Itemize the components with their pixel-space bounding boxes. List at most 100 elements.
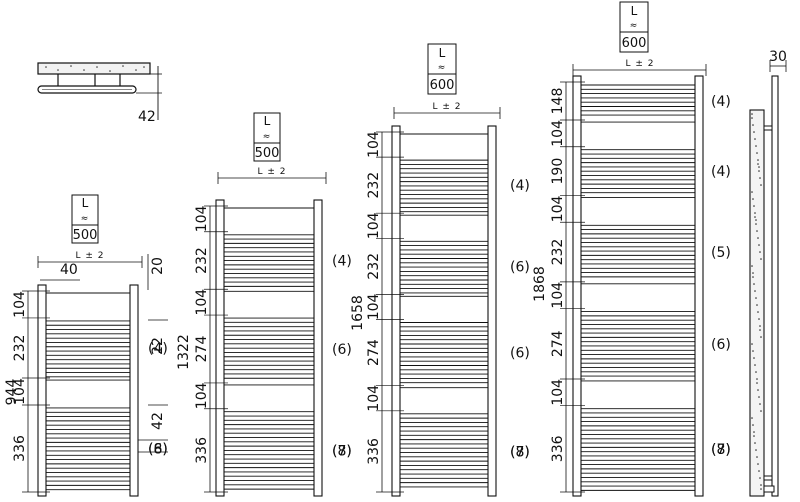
svg-text:≈: ≈ [81, 214, 90, 224]
tolerance-label: L ± 2 [257, 167, 286, 177]
gap1-label: 22 [150, 337, 166, 355]
segment-label: 104 [550, 379, 566, 406]
segment-label: 274 [550, 330, 566, 357]
height-total-label: 1658 [350, 295, 366, 331]
side-profile [771, 75, 779, 497]
radiator-1868: L ≈ 600 L ± 2 1868 148104190104232104274… [532, 1, 731, 497]
wall-speck [755, 145, 757, 147]
wall-speck [759, 403, 761, 405]
segment-label: 104 [12, 291, 28, 318]
wall-speck [760, 336, 762, 338]
side-width-label: 30 [769, 49, 787, 65]
wall-speck [757, 311, 759, 313]
segment-label: 104 [366, 131, 382, 158]
wall-speck [756, 304, 758, 306]
group-label: (6) [332, 342, 352, 358]
segment-label: 274 [194, 336, 210, 363]
wall-speck [753, 435, 755, 437]
wall-speck [754, 212, 756, 214]
wall-speck [752, 272, 754, 274]
group-label: (4) [711, 94, 731, 110]
gap2-label: 42 [150, 412, 166, 430]
radiator-body [572, 75, 704, 497]
wall-speck [759, 329, 761, 331]
segment-label: 104 [550, 195, 566, 222]
wall-speck [754, 216, 756, 218]
left-rail [37, 284, 47, 497]
height-total-label: 1868 [532, 266, 548, 302]
wall-speck [754, 442, 756, 444]
wall-speck [756, 230, 758, 232]
radiator-body [37, 284, 139, 497]
wall-speck [756, 378, 758, 380]
group-label: (7) [711, 442, 731, 458]
group-labels: (4)(6)(7)(8) [332, 254, 352, 460]
wall-section [749, 109, 765, 497]
svg-text:L: L [264, 114, 271, 128]
wall-speck [753, 205, 755, 207]
height-total-label: 944 [4, 379, 20, 406]
wall-speck [760, 258, 762, 260]
segment-label: 190 [550, 158, 566, 185]
wall-speck [752, 350, 754, 352]
wall-speck [755, 219, 757, 221]
wall-speck [751, 113, 753, 115]
group-labels: (4)(6)(6)(7)(8) [510, 178, 530, 460]
segment-label: 104 [194, 205, 210, 232]
wall-speck [760, 184, 762, 186]
segment-label: 104 [550, 120, 566, 147]
wall-speck [753, 431, 755, 433]
radiator-body [215, 199, 323, 497]
group-label: (4) [332, 254, 352, 270]
wall-speck [757, 237, 759, 239]
segment-label: 104 [366, 385, 382, 412]
group-label: (4) [711, 164, 731, 180]
wall-speck [759, 325, 761, 327]
wall-speck [757, 159, 759, 161]
height-total-label: 1322 [176, 334, 192, 370]
svg-text:L: L [82, 196, 89, 210]
width-value: 600 [430, 78, 455, 93]
wall-speck [754, 138, 756, 140]
segment-label: 232 [550, 239, 566, 266]
group-label: (5) [711, 245, 731, 261]
wall-speck [757, 463, 759, 465]
segment-label: 104 [366, 212, 382, 239]
segment-label: 104 [366, 293, 382, 320]
right-rail [694, 75, 704, 497]
segment-label: 336 [194, 437, 210, 464]
group-label: (6) [510, 259, 530, 275]
wall-plate-texture [45, 65, 145, 72]
width-value: 500 [73, 228, 98, 243]
wall-speck [752, 198, 754, 200]
wall-speck [752, 124, 754, 126]
wall-speck [758, 166, 760, 168]
group-labels: (4)(6)(8) [148, 341, 168, 458]
radiator-944: L ≈ 500 L ± 2 40 20 22 42 944 1042321043… [4, 194, 168, 497]
group-label: (6) [148, 441, 168, 457]
wall-speck [751, 191, 753, 193]
svg-text:L: L [439, 46, 446, 60]
segment-label: 336 [366, 438, 382, 465]
group-label: (8) [510, 444, 530, 460]
wall-speck [756, 152, 758, 154]
group-label: (8) [332, 443, 352, 459]
mount-depth-label: 42 [138, 109, 156, 125]
radiator-1658: L ≈ 600 L ± 2 1658 104232104232104274104… [350, 43, 530, 497]
wall-speck [754, 290, 756, 292]
group-label: (6) [711, 337, 731, 353]
tolerance-label: L ± 2 [432, 102, 461, 112]
segment-label: 274 [366, 339, 382, 366]
width-box: L ≈ 600 [619, 1, 649, 53]
width-box: L ≈ 500 [253, 112, 281, 162]
mount-detail: 42 [37, 62, 162, 125]
segment-label: 104 [550, 282, 566, 309]
wall-speck [754, 364, 756, 366]
width-value: 600 [622, 36, 647, 51]
